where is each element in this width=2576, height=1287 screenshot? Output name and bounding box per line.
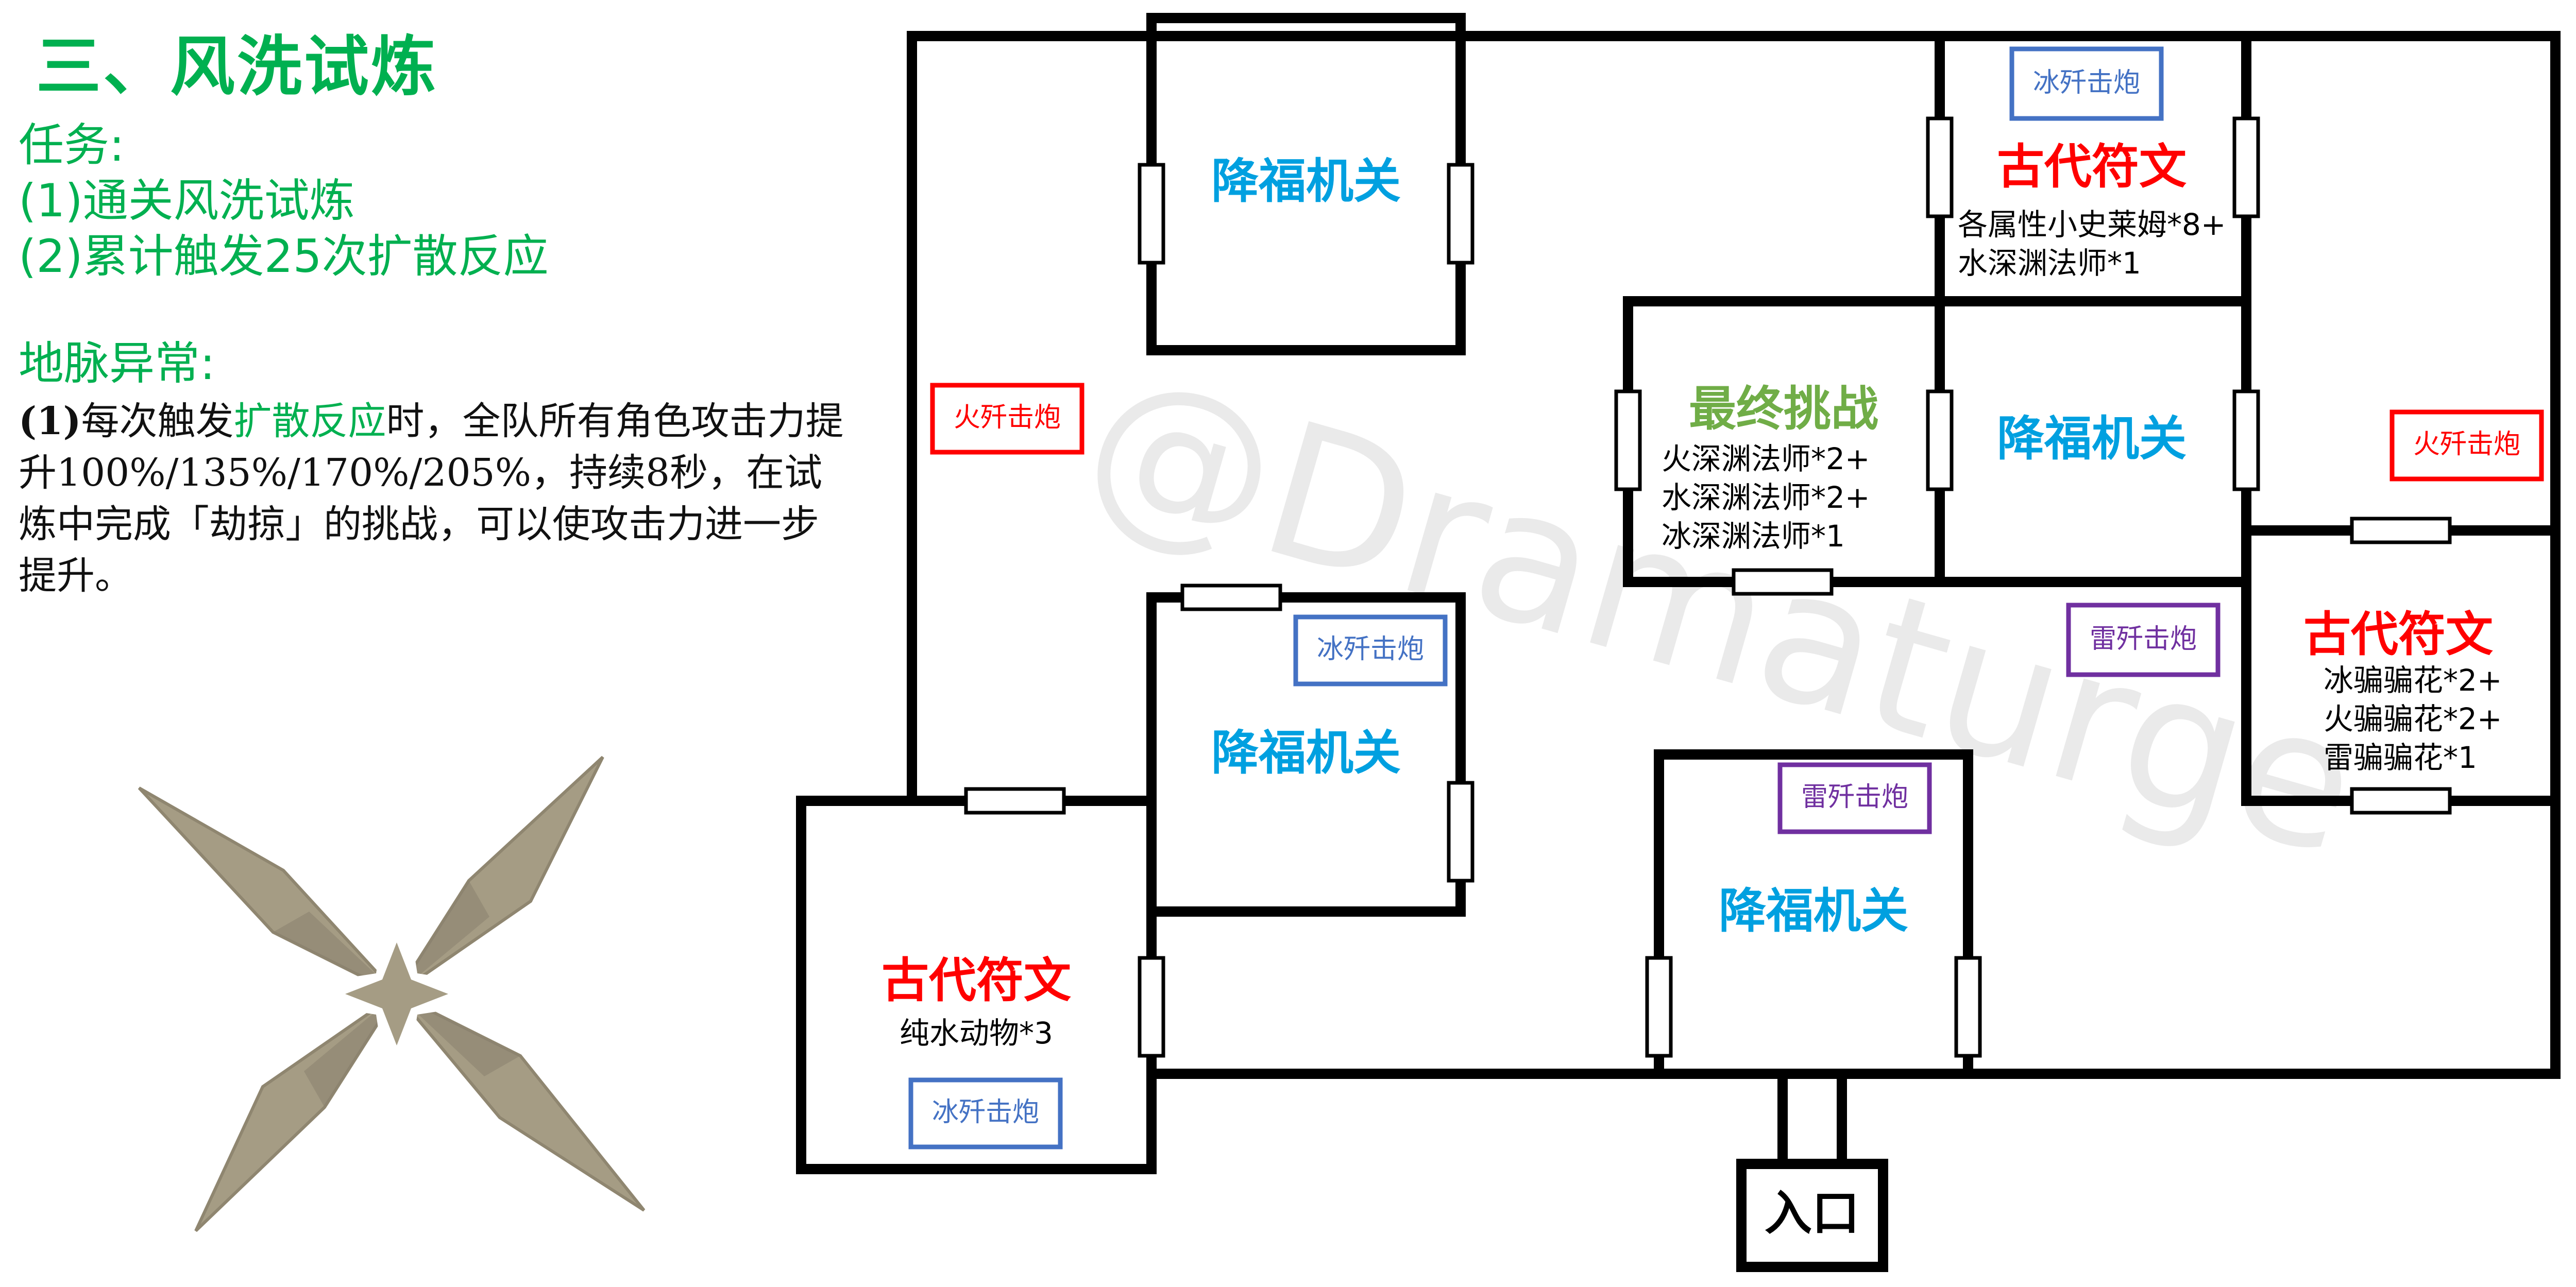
enemy-rune-right-1: 冰骗骗花*2+ — [2324, 663, 2502, 698]
door — [1614, 389, 1642, 491]
room-title-trap-top: 降福机关 — [1211, 153, 1401, 209]
enemy-final-3: 冰深渊法师*1 — [1662, 519, 1845, 554]
room-title-rune-top: 古代符文 — [1997, 139, 2187, 194]
entrance-box — [1736, 1159, 1888, 1272]
room-trap-bottom — [1654, 749, 1973, 1074]
door — [1447, 781, 1475, 883]
task-item-2: (2)累计触发25次扩散反应 — [19, 230, 549, 283]
outer-wall — [907, 31, 2561, 1079]
room-trap-left — [1146, 592, 1466, 917]
cannon-ice-top: 冰歼击炮 — [2033, 67, 2140, 98]
enemy-rune-right-3: 雷骗骗花*1 — [2324, 740, 2477, 775]
entrance-label: 入口 — [1765, 1186, 1859, 1241]
cannon-box-ice-mid — [1293, 614, 1448, 687]
cannon-ice-mid: 冰歼击炮 — [1317, 634, 1424, 665]
anomaly-num: (1) — [19, 399, 81, 443]
door — [964, 787, 1066, 815]
door — [1954, 956, 1982, 1058]
cannon-box-thunder-center — [2066, 603, 2221, 677]
doors — [964, 116, 2452, 1058]
door — [2350, 517, 2452, 544]
door — [2350, 787, 2452, 815]
door — [1447, 163, 1475, 265]
door — [1926, 116, 1954, 218]
room-title-final: 最终挑战 — [1689, 381, 1878, 436]
door — [2232, 389, 2260, 491]
enemy-final-1: 火深渊法师*2+ — [1662, 441, 1870, 476]
room-title-trap-left: 降福机关 — [1211, 725, 1401, 780]
cannon-fire-right: 火歼击炮 — [2413, 429, 2520, 460]
cannon-box-thunder-bottom — [1777, 762, 1932, 834]
door — [1926, 389, 1954, 491]
door — [1732, 568, 1834, 596]
door — [1645, 956, 1673, 1058]
anomaly-pre: 每次触发 — [81, 399, 234, 443]
enemy-rune-top-2: 水深渊法师*1 — [1958, 246, 2141, 281]
enemy-rune-top-1: 各属性小史莱姆*8+ — [1958, 207, 2226, 242]
cannon-fire-left: 火歼击炮 — [954, 402, 1061, 433]
task-header: 任务: — [19, 118, 125, 171]
task-item-1: (1)通关风洗试炼 — [19, 174, 355, 227]
cannon-thunder-center: 雷歼击炮 — [2090, 624, 2197, 655]
anemo-emblem-icon — [138, 756, 646, 1232]
enemy-final-2: 水深渊法师*2+ — [1662, 480, 1870, 515]
door — [1138, 956, 1165, 1058]
door — [1138, 163, 1165, 265]
enemy-rune-right-2: 火骗骗花*2+ — [2324, 701, 2502, 736]
room-title-rune-right: 古代符文 — [2303, 607, 2493, 662]
room-title-trap-bottom: 降福机关 — [1719, 883, 1908, 938]
anomaly-header: 地脉异常: — [19, 337, 215, 390]
cannon-thunder-bottom: 雷歼击炮 — [1801, 782, 1908, 813]
anomaly-description: (1)每次触发扩散反应时，全队所有角色攻击力提升100%/135%/170%/2… — [19, 396, 853, 602]
anomaly-highlight: 扩散反应 — [233, 399, 386, 443]
door — [1180, 584, 1282, 611]
room-title-rune-left: 古代符文 — [882, 953, 1071, 1008]
entrance-corridor — [1777, 1074, 1847, 1164]
anomaly-post: 时，全队所有角色攻击力提升100%/135%/170%/205%，持续8秒，在试… — [19, 399, 844, 598]
cannon-box-ice-top — [2009, 46, 2164, 121]
cannon-box-fire-left — [930, 383, 1084, 455]
cannon-ice-bottom: 冰歼击炮 — [932, 1097, 1039, 1128]
cannon-box-fire-right — [2389, 409, 2544, 482]
enemy-rune-left-1: 纯水动物*3 — [900, 1016, 1053, 1051]
door — [2232, 116, 2260, 218]
cannon-box-ice-bottom — [908, 1077, 1063, 1149]
page-title: 三、风洗试炼 — [36, 29, 438, 105]
room-title-trap-mid: 降福机关 — [1997, 411, 2187, 466]
